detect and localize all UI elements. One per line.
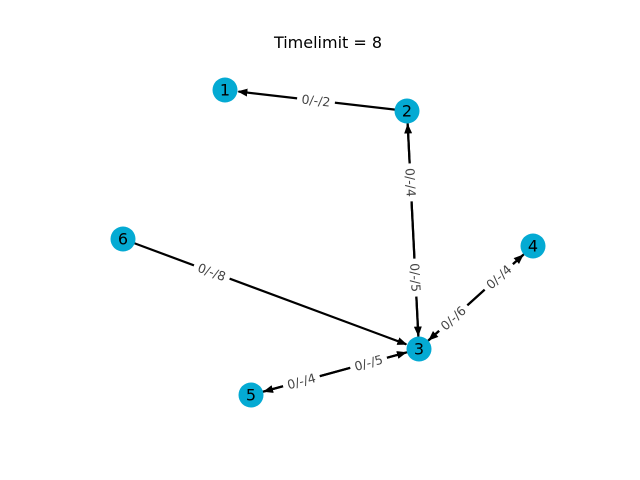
edge-label-group-3-to-4: 0/-/6 [433, 299, 473, 337]
node-label-5: 5 [246, 386, 256, 405]
edge-label-group-4-to-3: 0/-/4 [479, 258, 519, 296]
edges-layer [122, 88, 534, 397]
edge-label-3-to-2: 0/-/5 [407, 263, 423, 293]
nodes-layer: 1 2 3 4 5 6 [110, 77, 546, 408]
edge-label-background [280, 368, 322, 394]
diagram-title: Timelimit = 8 [273, 33, 383, 52]
edge-2-to-3 [405, 110, 422, 337]
node-5 [238, 382, 264, 408]
node-4 [520, 233, 546, 259]
edge-label-3-to-5: 0/-/5 [353, 352, 385, 374]
edge-label-background [479, 258, 519, 296]
node-1 [212, 77, 238, 103]
node-label-2: 2 [402, 102, 412, 121]
node-2 [394, 98, 420, 124]
edge-label-background [348, 350, 390, 376]
node-label-4: 4 [528, 237, 538, 256]
edge-label-group-3-to-2: 0/-/5 [406, 258, 425, 297]
node-label-3: 3 [414, 340, 424, 359]
edge-labels-layer: 0/-/20/-/50/-/40/-/80/-/60/-/40/-/50/-/4 [191, 90, 519, 394]
edge-label-group-5-to-3: 0/-/4 [280, 368, 322, 394]
edge-label-background [433, 299, 473, 337]
edge-label-background [406, 258, 425, 297]
edge-label-background [401, 163, 420, 202]
node-label-6: 6 [118, 230, 128, 249]
node-label-1: 1 [220, 81, 230, 100]
edge-label-group-3-to-5: 0/-/5 [348, 350, 390, 376]
edge-label-background [191, 257, 233, 287]
edge-label-2-to-3: 0/-/4 [402, 168, 418, 198]
node-3 [406, 336, 432, 362]
edge-label-background [296, 90, 336, 111]
edge-label-group-2-to-1: 0/-/2 [296, 90, 336, 111]
node-6 [110, 226, 136, 252]
edge-6-to-3 [122, 237, 408, 346]
edge-label-group-6-to-3: 0/-/8 [191, 257, 233, 287]
edge-label-2-to-1: 0/-/2 [301, 91, 331, 109]
edge-label-5-to-3: 0/-/4 [286, 370, 318, 392]
edge-label-group-2-to-3: 0/-/4 [401, 163, 420, 202]
